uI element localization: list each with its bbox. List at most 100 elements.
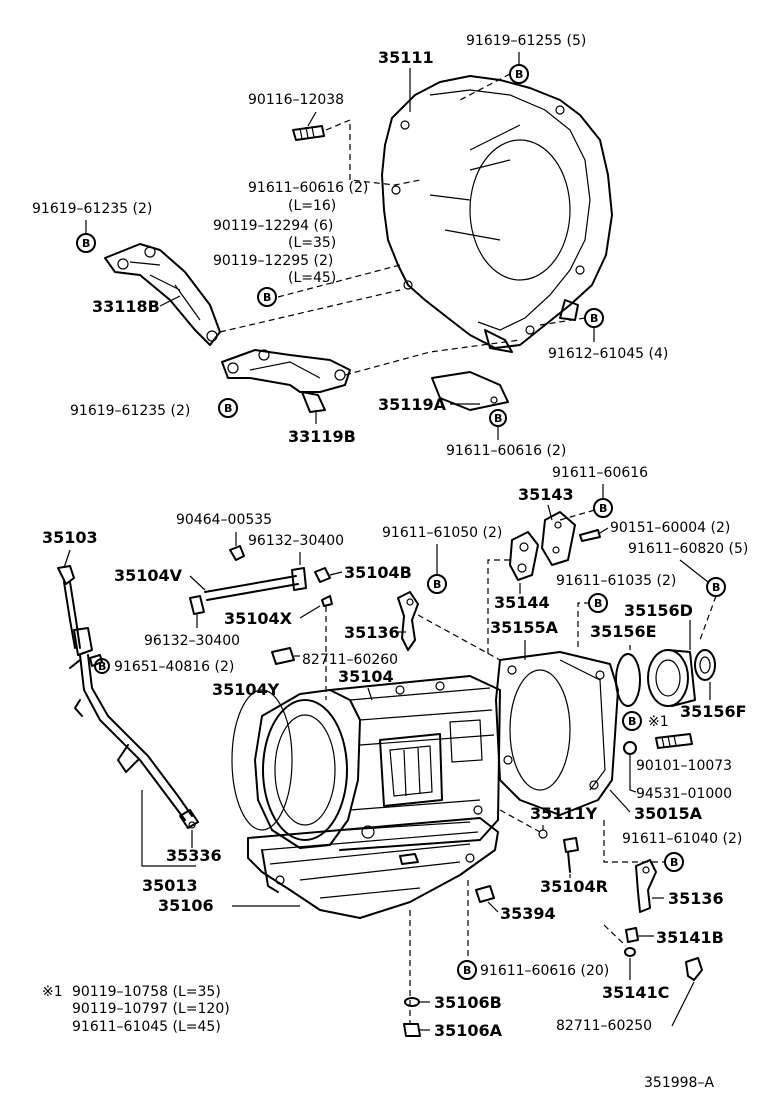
label-91612-61045: 91612–61045 (4) [548,346,668,362]
bracket-33119B [221,349,351,413]
label-82711-60260: 82711–60260 [302,652,398,668]
label-35104: 35104 [338,667,394,686]
bolt-symbol-text: B [628,715,636,728]
leader [329,571,343,576]
label-35106: 35106 [158,896,214,915]
dashed-line [325,119,421,186]
label-35336: 35336 [166,846,222,865]
label-35144: 35144 [494,593,550,612]
dashed-line [219,289,401,333]
oil-pan-35106 [247,817,499,919]
plate-35119A [431,371,509,411]
label-35156D: 35156D [624,601,693,620]
label-l16: (L=16) [288,198,336,214]
label-90151-60004: 90151–60004 (2) [610,520,730,536]
label-91619-61235-b: 91619–61235 (2) [70,403,190,419]
label-mark1: ※1 [648,714,669,730]
bolt-symbol-text: B [433,578,441,591]
label-33118B: 33118B [92,297,160,316]
leader [141,790,196,867]
label-33119B: 33119B [288,427,356,446]
bolt-symbol-text: B [263,291,271,304]
breather-plug-35104B [314,567,331,583]
label-35103: 35103 [42,528,98,547]
label-35143: 35143 [518,485,574,504]
label-91611-60616-2b: 91611–60616 (2) [446,443,566,459]
leader [63,549,71,569]
bolt-symbol-icon [457,960,477,980]
label-91611-60616-2a: 91611–60616 (2) [248,180,368,196]
bolt-symbol-icon [622,711,642,731]
label-l35: (L=35) [288,235,336,251]
bolt-symbol-text: B [599,502,607,515]
plug-35111Y [538,829,548,839]
screw-icon [579,529,601,542]
label-90464-00535: 90464–00535 [176,512,272,528]
label-35155A: 35155A [490,618,559,637]
bolt-symbol-text: B [224,402,232,415]
label-35156F: 35156F [680,702,747,721]
label-35136-b: 35136 [668,889,724,908]
dashed-line [577,602,590,650]
bracket-35136-lower [635,859,657,913]
dashed-line [699,595,717,641]
breather-tube-35104V [204,567,307,601]
label-35104B: 35104B [344,563,412,582]
bolt-symbol-text: B [594,597,602,610]
leader [307,111,317,127]
label-35104Y: 35104Y [212,680,280,699]
drain-plug-35106A [403,1023,421,1037]
label-90101-10073: 90101–10073 [636,758,732,774]
extension-housing-35155A [495,651,619,816]
clamp-icon [189,595,205,615]
label-35104R: 35104R [540,877,608,896]
dashed-line [417,614,501,661]
label-35156E: 35156E [590,622,657,641]
dipstick-tube-35013 [69,627,199,829]
leader [679,559,709,583]
label-91611-61050: 91611–61050 (2) [382,525,502,541]
leader [609,789,631,813]
bolt-icon [655,733,693,749]
label-35141C: 35141C [602,983,669,1002]
clamp-82711-60250 [685,957,703,981]
pan-gasket-edge [261,849,279,893]
dashed-line [539,317,586,326]
bolt-35104R [563,837,579,873]
gasket-35106B [404,997,420,1007]
label-35136-a: 35136 [344,623,400,642]
dashed-line [344,339,521,376]
magnet-35394 [475,885,495,903]
footnote-mark: ※1 [42,984,63,1000]
label-91619-61235-a: 91619–61235 (2) [32,201,152,217]
diagram-id: 351998–A [644,1075,714,1091]
label-l45: (L=45) [288,270,336,286]
bolt-symbol-text: B [98,660,106,673]
label-35015A: 35015A [634,804,703,823]
footnote-line1: 90119–10758 (L=35) [72,984,221,1000]
bolt-symbol-text: B [590,312,598,325]
leader [487,901,499,913]
label-91611-60820: 91611–60820 (5) [628,541,748,557]
label-90116-12038: 90116–12038 [248,92,344,108]
bolt-symbol-text: B [82,237,90,250]
transmission-case-35104 [231,675,501,851]
label-90119-12294: 90119–12294 (6) [213,218,333,234]
bolt-symbol-text: B [494,412,502,425]
bolt-symbol-text: B [463,964,471,977]
label-91611-60616-20: 91611–60616 (20) [480,963,609,979]
bracket-33118B [104,243,221,346]
label-35106A: 35106A [434,1021,503,1040]
transmission-housing-35111 [381,75,613,353]
bracket-35136-upper [397,591,419,651]
label-91611-61040: 91611–61040 (2) [622,831,742,847]
label-35141B: 35141B [656,928,724,947]
thread-lines [299,126,315,140]
clamp-icon [271,647,295,665]
leader [629,755,637,793]
washer-icon [623,741,637,755]
leader [599,527,609,534]
label-35119A: 35119A [378,395,447,414]
gasket-35104X [321,595,333,607]
